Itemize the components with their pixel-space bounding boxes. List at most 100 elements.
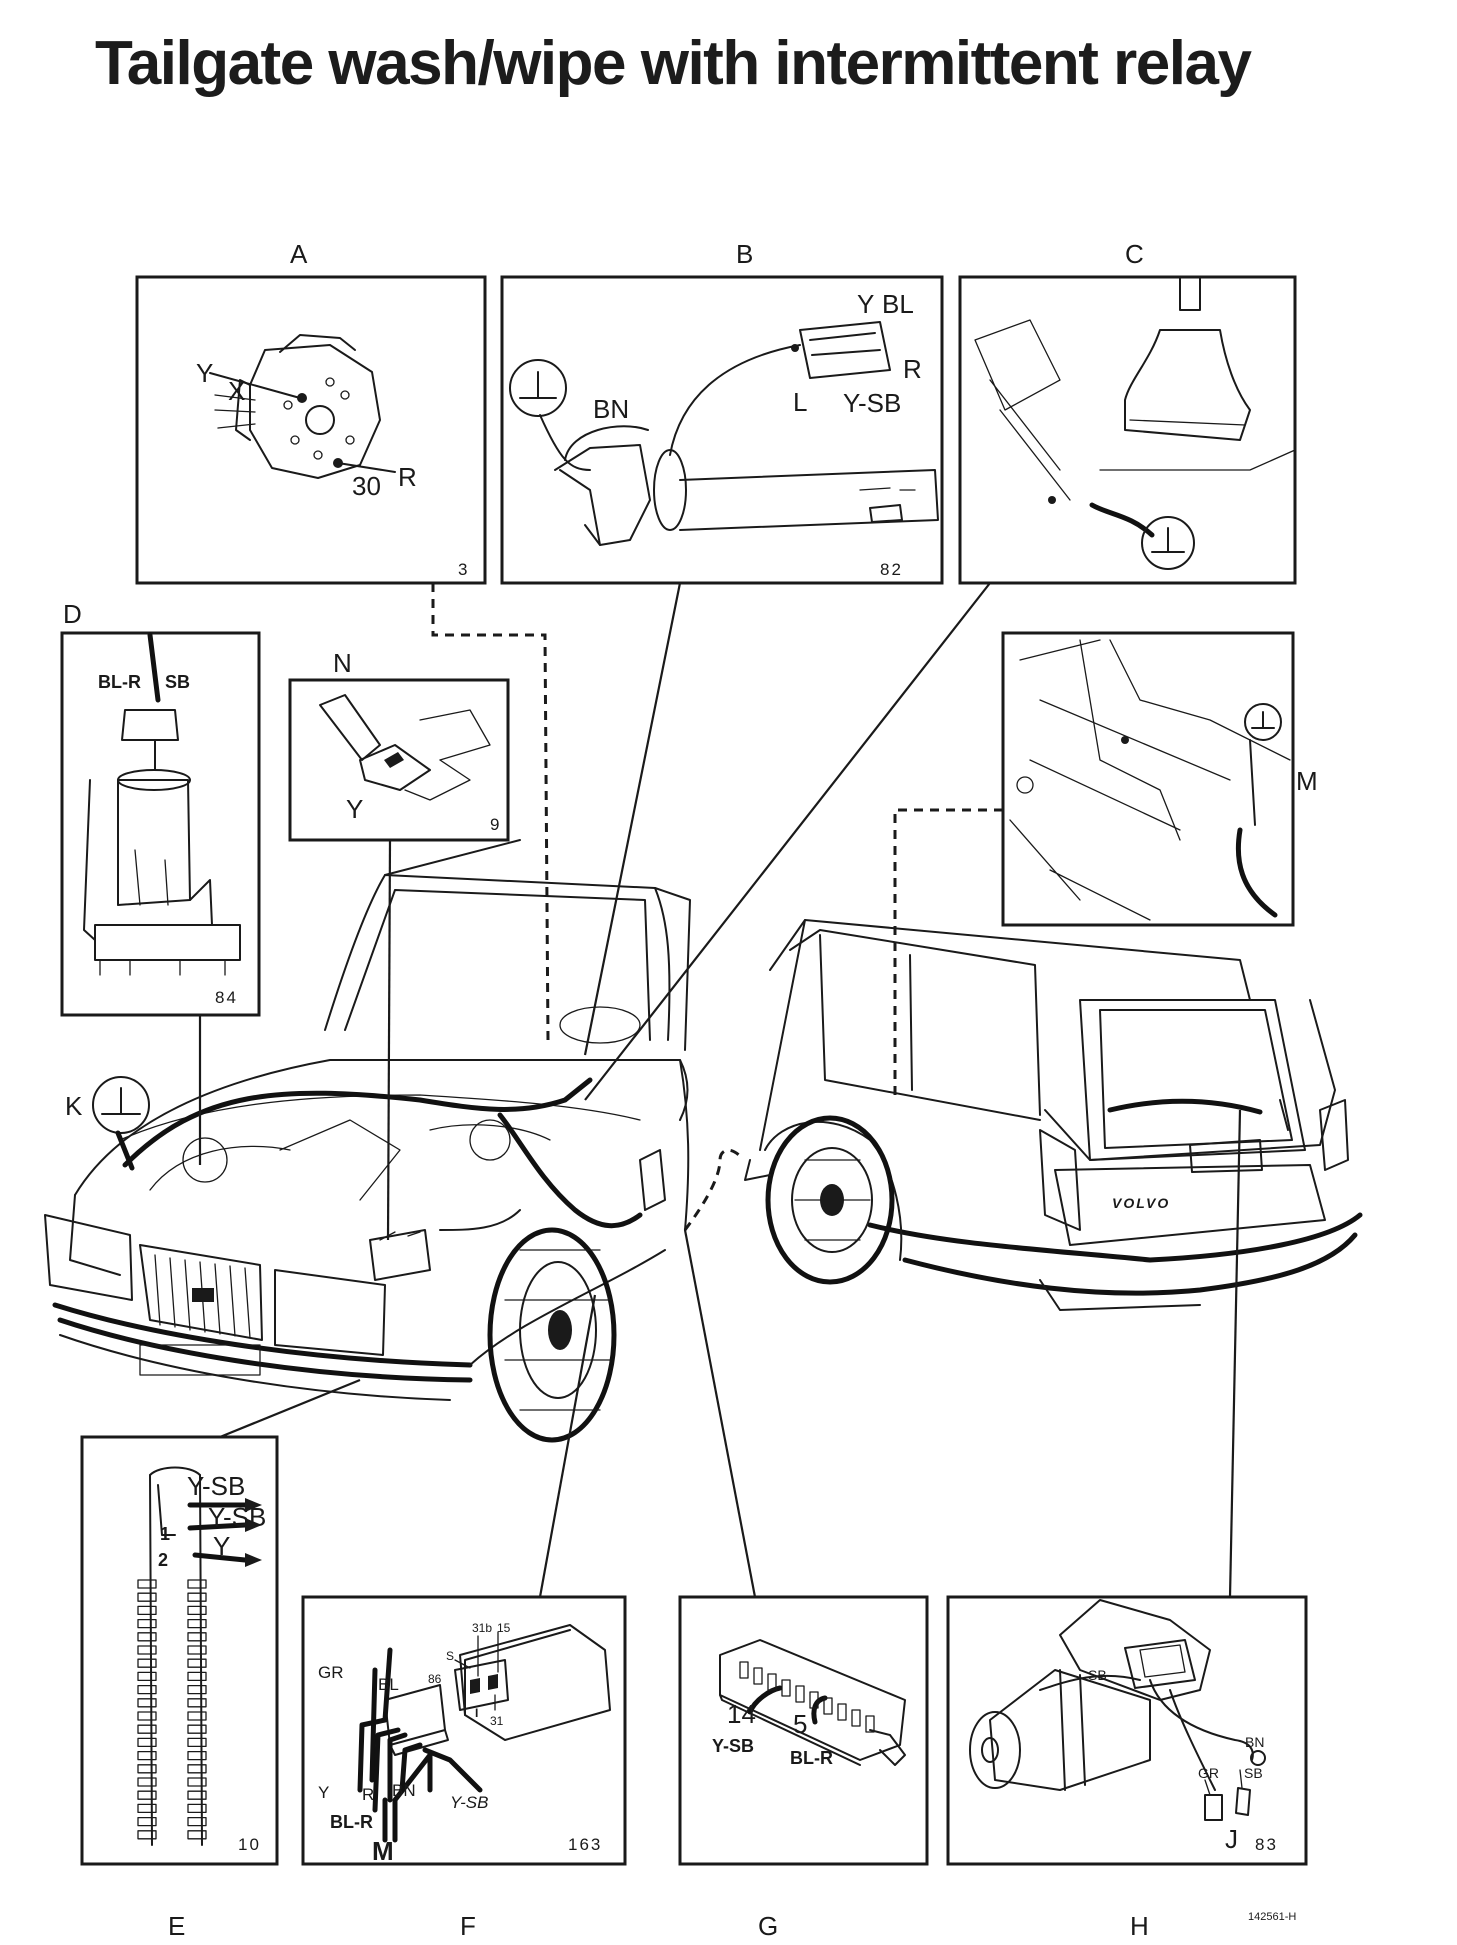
panel-e: Y-SB Y-SB Y 1 2 10 E xyxy=(80,1435,279,1941)
fuse-contact xyxy=(187,1592,207,1602)
panel-e-label-y-sb-1: Y-SB xyxy=(187,1471,245,1501)
panel-b-label-bn: BN xyxy=(593,394,629,424)
fuse-contact xyxy=(137,1592,157,1602)
panel-n-letter: N xyxy=(333,648,352,678)
panel-c-letter: C xyxy=(1125,239,1144,269)
panel-e-letter: E xyxy=(168,1911,185,1941)
panel-a-label-30: 30 xyxy=(352,471,381,501)
panel-e-label-y: Y xyxy=(213,1531,230,1561)
connector-pins xyxy=(739,1661,875,1733)
fuse-contact xyxy=(187,1645,207,1655)
fuse-contact xyxy=(187,1737,207,1748)
car-badge: VOLVO xyxy=(1112,1195,1170,1211)
wiper-motor-drawing xyxy=(969,1599,1266,1821)
panel-a: A Y X 30 R 3 xyxy=(135,239,487,585)
fuse-contact xyxy=(187,1790,207,1800)
panel-h-label-gr: GR xyxy=(1198,1765,1219,1781)
panel-e-pin-1: 1 xyxy=(160,1524,170,1544)
panel-e-number: 10 xyxy=(238,1835,261,1854)
panel-a-label-y: Y xyxy=(196,358,213,388)
panel-f-label-15: 15 xyxy=(497,1621,511,1635)
ground-symbol-icon xyxy=(92,1076,150,1134)
panel-f-label-31b: 31b xyxy=(472,1621,492,1635)
fuse-contact xyxy=(137,1830,157,1840)
fuse-contact xyxy=(137,1671,157,1682)
panel-f-label-bl-r: BL-R xyxy=(330,1812,373,1832)
fuse-contact xyxy=(187,1777,207,1787)
panel-b-label-r: R xyxy=(903,354,922,384)
panel-b-label-y: Y xyxy=(857,289,874,319)
panel-h-label-bn: BN xyxy=(1245,1734,1264,1750)
panel-f-label-i: I xyxy=(475,1706,478,1720)
panel-b-label-y-sb: Y-SB xyxy=(843,388,901,418)
washer-pump-drawing xyxy=(83,632,241,976)
fuse-contact xyxy=(137,1816,157,1827)
fuse-contact xyxy=(187,1671,207,1682)
fuse-contact xyxy=(187,1618,207,1629)
panel-g-pin-5: 5 xyxy=(793,1709,807,1739)
fuse-contact xyxy=(187,1579,207,1589)
panel-f-label-r: R xyxy=(362,1785,374,1804)
panel-b-label-l: L xyxy=(793,387,807,417)
panel-n: N Y 9 xyxy=(288,648,510,842)
fuse-contact xyxy=(187,1764,207,1774)
fuse-contact xyxy=(137,1803,157,1814)
panel-a-number: 3 xyxy=(458,560,469,579)
rear-car-drawing: VOLVO xyxy=(744,919,1363,1311)
fuse-contact xyxy=(137,1764,157,1774)
ground-symbol-icon xyxy=(1141,516,1195,570)
panel-b: B BN Y BL R L Y-SB 82 xyxy=(500,239,944,585)
panel-h-number: 83 xyxy=(1255,1835,1278,1854)
panel-f-label-m: M xyxy=(372,1836,394,1866)
fuse-contact xyxy=(137,1645,157,1655)
fuse-contact xyxy=(137,1698,157,1708)
fuse-contact xyxy=(137,1579,157,1589)
fuse-contact xyxy=(137,1658,157,1668)
connector-pin xyxy=(865,1715,875,1733)
fuse-contact xyxy=(137,1618,157,1629)
panel-a-letter: A xyxy=(290,239,308,269)
panel-h: SB BN GR SB J 83 H xyxy=(946,1595,1308,1941)
panel-c: C xyxy=(958,239,1297,585)
front-car-drawing xyxy=(44,839,691,1443)
fuse-contact xyxy=(137,1737,157,1748)
connector-block-drawing xyxy=(719,1639,906,1766)
panel-e-label-y-sb-2: Y-SB xyxy=(208,1502,266,1532)
fuse-contact xyxy=(187,1816,207,1827)
panel-g-label-bl-r: BL-R xyxy=(790,1748,833,1768)
panel-f-number: 163 xyxy=(568,1835,602,1854)
panel-a-label-x: X xyxy=(228,376,245,406)
relay-connector-drawing xyxy=(319,694,491,801)
floor-ground-point-drawing xyxy=(1009,639,1291,921)
fuse-contact xyxy=(187,1803,207,1814)
panel-n-number: 9 xyxy=(490,815,501,834)
fuse-contact xyxy=(187,1750,207,1761)
panel-d-letter: D xyxy=(63,599,82,629)
panel-m: M xyxy=(1001,631,1318,927)
panel-f-label-86: 86 xyxy=(428,1672,442,1686)
ignition-switch-drawing xyxy=(209,334,396,479)
fuse-contact xyxy=(187,1632,207,1642)
panel-g-pin-14: 14 xyxy=(727,1699,756,1729)
fuse-rows xyxy=(137,1579,207,1840)
panel-b-number: 82 xyxy=(880,560,903,579)
reference-code: 142561-H xyxy=(1248,1911,1296,1923)
panel-f-label-31: 31 xyxy=(490,1714,504,1728)
fuse-contact xyxy=(137,1777,157,1787)
panel-f-label-s: S xyxy=(446,1649,454,1663)
panel-f-label-bl: BL xyxy=(378,1675,399,1694)
panel-d-label-sb: SB xyxy=(165,672,190,692)
connector-pin xyxy=(823,1697,833,1715)
panel-n-label-y: Y xyxy=(346,794,363,824)
panel-k: K xyxy=(65,1076,150,1171)
fuse-contact xyxy=(137,1711,157,1721)
panel-f-label-gr: GR xyxy=(318,1663,344,1682)
panel-d-number: 84 xyxy=(215,988,238,1007)
panel-b-label-bl: BL xyxy=(882,289,914,319)
panel-d-label-bl-r: BL-R xyxy=(98,672,141,692)
panel-g-letter: G xyxy=(758,1911,778,1941)
connector-pin xyxy=(767,1673,777,1691)
fuse-contact xyxy=(187,1724,207,1734)
ground-symbol-icon xyxy=(1244,703,1282,741)
panel-a-label-r: R xyxy=(398,462,417,492)
